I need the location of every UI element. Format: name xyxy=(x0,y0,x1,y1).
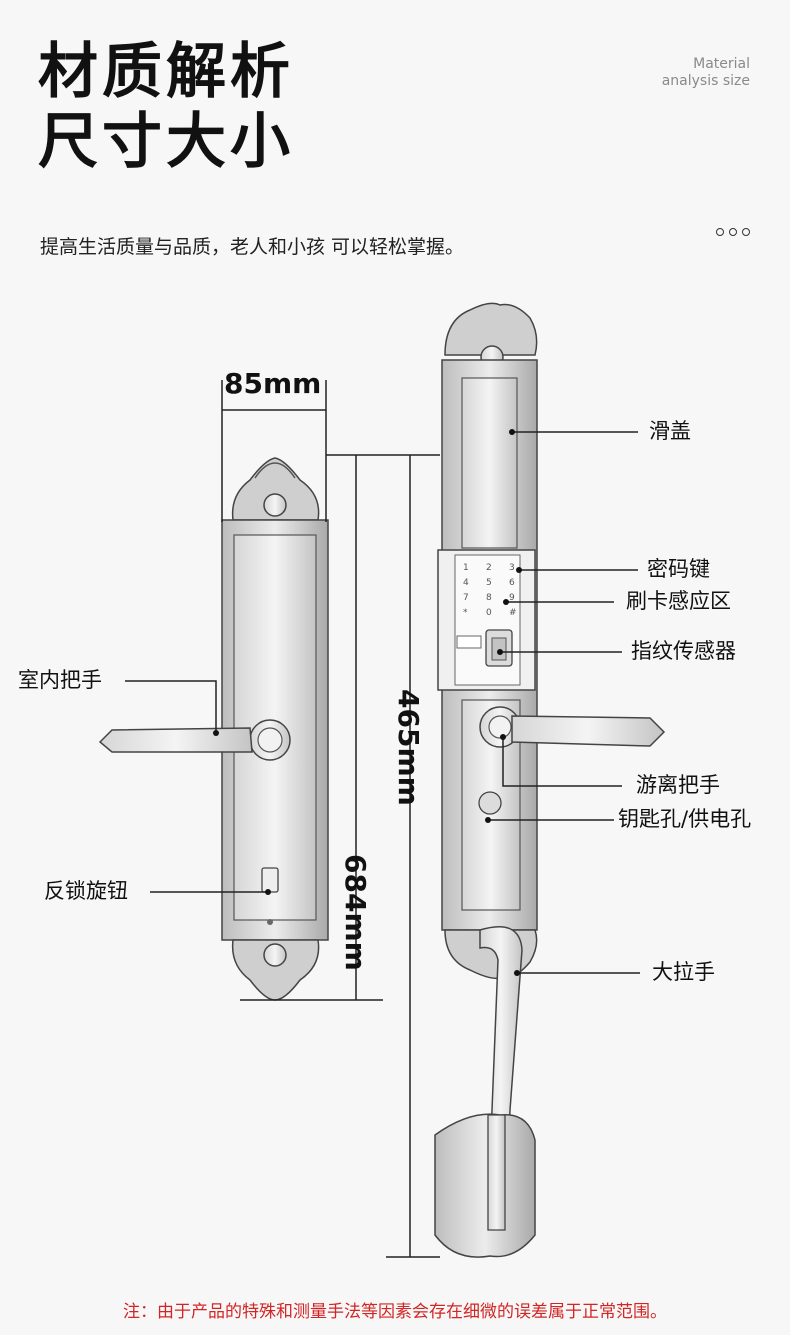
page-title-line-1: 材质解析 xyxy=(38,37,294,107)
keypad-digit: 7 xyxy=(463,593,469,603)
keypad-digit: 6 xyxy=(509,578,515,588)
width-dimension-label: 85mm xyxy=(224,367,322,400)
keypad-digit: 9 xyxy=(509,593,515,603)
footer-note: 注：由于产品的特殊和测量手法等因素会存在细微的误差属于正常范围。 xyxy=(123,1302,667,1322)
keypad-digit: 0 xyxy=(486,608,492,618)
outdoor-panel xyxy=(434,302,666,1258)
label-slide-cover: 滑盖 xyxy=(649,419,691,443)
inner-height-dimension-label: 684mm xyxy=(339,854,372,971)
keypad-digit: 3 xyxy=(509,563,515,573)
keypad-digits: 1 2 3 4 5 6 7 8 9 * 0 # xyxy=(463,563,517,618)
label-keyhole: 钥匙孔/供电孔 xyxy=(618,807,752,831)
label-anti-lock-knob: 反锁旋钮 xyxy=(44,879,128,903)
label-indoor-handle: 室内把手 xyxy=(18,668,102,692)
label-free-handle: 游离把手 xyxy=(636,773,720,797)
label-fingerprint-sensor: 指纹传感器 xyxy=(631,639,736,663)
keypad-digit: 8 xyxy=(486,593,492,603)
label-card-area: 刷卡感应区 xyxy=(626,589,731,613)
keypad-digit: 1 xyxy=(463,563,469,573)
dimension-lines xyxy=(221,380,440,1258)
intro-text: 提高生活质量与品质，老人和小孩 可以轻松掌握。 xyxy=(40,236,465,258)
english-subtitle-line-1: Material xyxy=(693,56,750,72)
keypad-digit: 2 xyxy=(486,563,492,573)
indoor-panel xyxy=(98,457,329,1001)
english-subtitle-line-2: analysis size xyxy=(661,73,750,89)
callout-dots xyxy=(213,429,522,976)
more-dots-icon xyxy=(716,228,750,236)
keypad-digit: # xyxy=(509,608,517,618)
callout-lines xyxy=(125,431,640,974)
label-password-keys: 密码键 xyxy=(647,557,710,581)
keypad-digit: 5 xyxy=(486,578,492,588)
page-title-line-2: 尺寸大小 xyxy=(38,107,294,177)
keypad-digit: * xyxy=(463,608,468,618)
keypad-digit: 4 xyxy=(463,578,469,588)
label-big-handle: 大拉手 xyxy=(652,960,715,984)
outer-height-dimension-label: 465mm xyxy=(392,689,425,806)
